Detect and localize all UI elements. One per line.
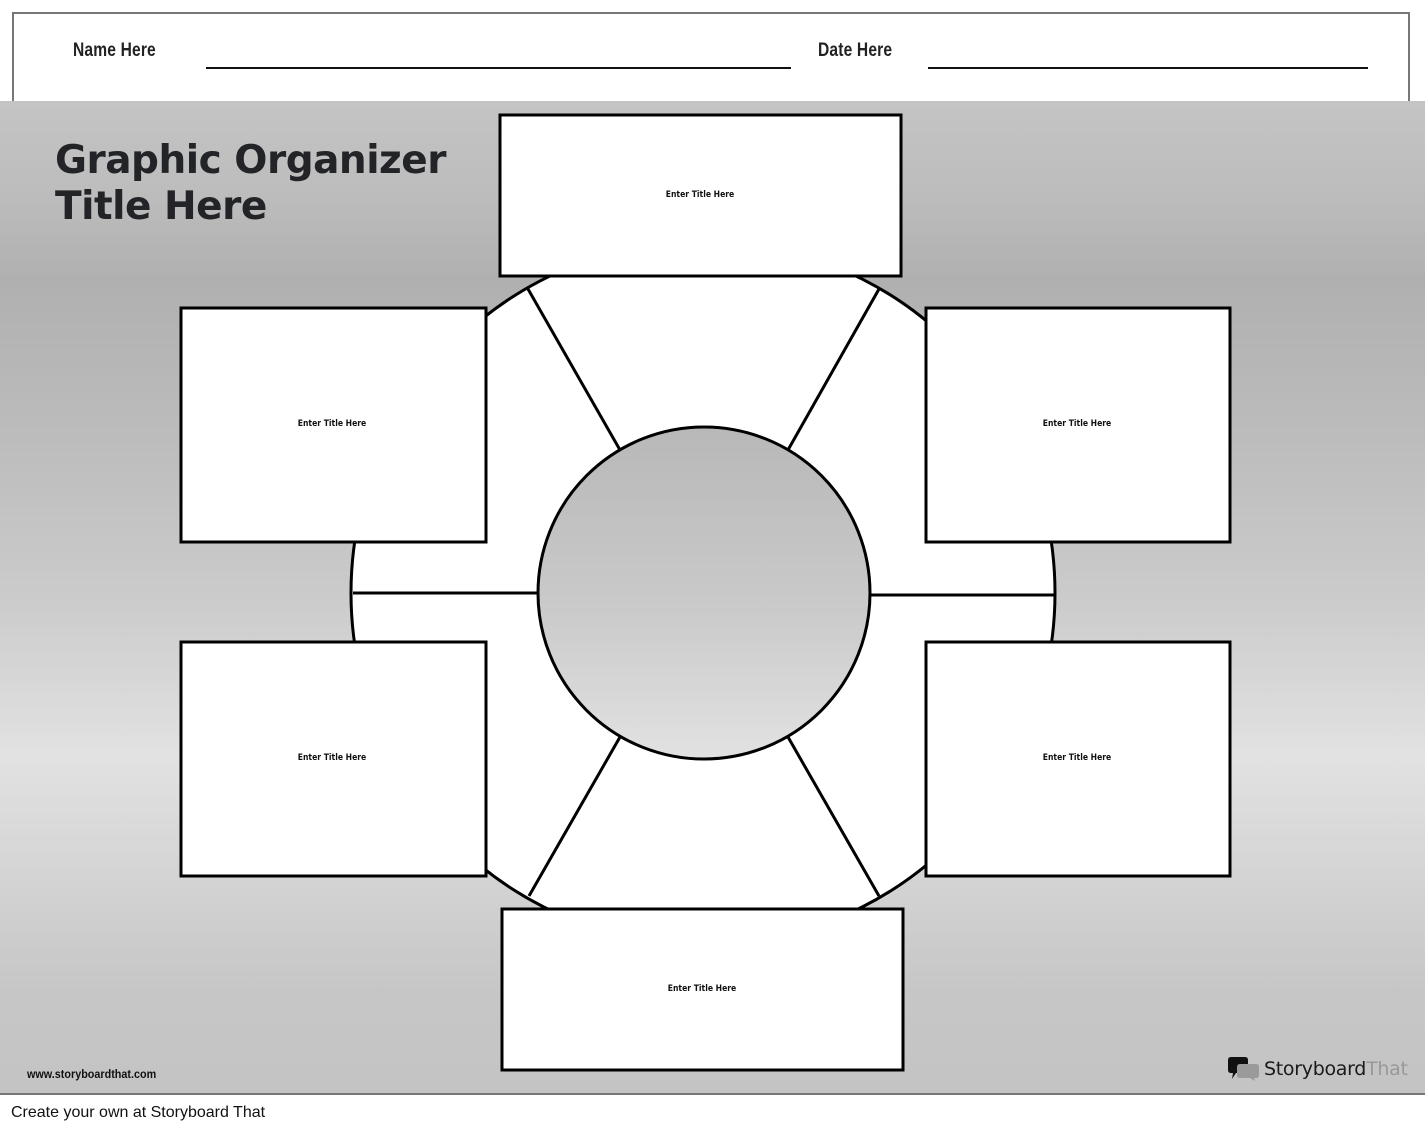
organizer-title[interactable]: Graphic Organizer Title Here [55, 138, 446, 230]
box-lower-right-label: Enter Title Here [1042, 753, 1112, 763]
box-bottom[interactable] [500, 907, 905, 1072]
box-upper-right-label: Enter Title Here [1042, 419, 1112, 429]
box-lower-right[interactable] [924, 640, 1232, 878]
logo-text-that: That [1366, 1058, 1408, 1080]
box-upper-left[interactable] [179, 306, 488, 544]
box-top[interactable] [498, 113, 903, 278]
name-input-line[interactable] [206, 67, 791, 69]
box-lower-left-label: Enter Title Here [297, 753, 367, 763]
box-bottom-label: Enter Title Here [667, 984, 737, 994]
organizer-title-line1: Graphic Organizer [55, 138, 446, 183]
box-lower-left[interactable] [179, 640, 488, 878]
name-label: Name Here [73, 40, 156, 61]
logo-text-storyboard: Storyboard [1264, 1058, 1367, 1080]
organizer-title-line2: Title Here [55, 184, 267, 229]
box-top-label: Enter Title Here [665, 190, 735, 200]
website-url: www.storyboardthat.com [27, 1067, 157, 1081]
box-upper-left-label: Enter Title Here [297, 419, 367, 429]
storyboardthat-logo: StoryboardThat [1228, 1055, 1408, 1083]
speech-bubbles-icon [1228, 1057, 1259, 1081]
spokes [353, 288, 1055, 897]
center-circle[interactable] [536, 425, 872, 761]
box-upper-right[interactable] [924, 306, 1232, 544]
date-input-line[interactable] [928, 67, 1368, 69]
header-panel [12, 12, 1410, 112]
create-your-own-link[interactable]: Create your own at Storyboard That [11, 1104, 266, 1121]
date-label: Date Here [818, 40, 893, 61]
